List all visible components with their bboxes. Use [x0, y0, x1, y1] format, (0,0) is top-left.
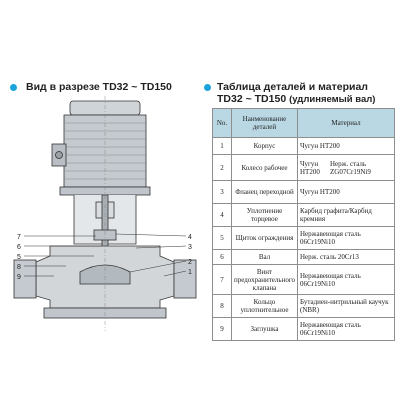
row-material: Нержавеющая сталь 06Cr19Ni10	[297, 264, 395, 295]
table-row: 3 Фланец переходной Чугун HT200	[212, 180, 395, 204]
pump-cross-section-drawing: 7 6 5 8 9 4 3 2 1	[13, 96, 197, 331]
row-name: Винт предохранительного клапана	[230, 264, 299, 295]
row-name: Фланец переходной	[230, 180, 299, 204]
material-option-b: Нерж. сталь ZG07Cr19Ni9	[330, 159, 371, 176]
row-no: 2	[212, 154, 232, 181]
section-title-parts-table: Таблица деталей и материал TD32 ~ TD150 …	[217, 81, 375, 106]
impeller	[79, 264, 131, 285]
row-name: Уплотнение торцевое	[230, 203, 299, 227]
table-row: 7 Винт предохранительного клапана Нержав…	[212, 264, 395, 295]
callout-9: 9	[17, 274, 21, 281]
parts-table: No. Наименование деталей Материал 1 Корп…	[212, 108, 395, 341]
callout-1: 1	[188, 269, 192, 276]
row-material: Чугун HT200	[297, 137, 395, 155]
table-row: 9 Заглушка Нержавеющая сталь 06Cr19Ni10	[212, 317, 395, 341]
row-name: Щиток ограждения	[230, 226, 299, 250]
table-header-row: No. Наименование деталей Материал	[212, 108, 395, 138]
row-no: 7	[212, 264, 232, 295]
header-material: Материал	[297, 108, 395, 138]
section-title-cross-section: Вид в разрезе TD32 ~ TD150	[26, 81, 172, 93]
row-name: Вал	[230, 249, 299, 265]
row-no: 4	[212, 203, 232, 227]
callout-2: 2	[188, 259, 192, 266]
row-no: 8	[212, 294, 232, 318]
cable-gland	[55, 151, 63, 159]
bullet-dot-left	[10, 84, 17, 91]
callout-6: 6	[17, 244, 21, 251]
row-material: Нержавеющая сталь 06Cr19Ni10	[297, 317, 395, 341]
header-name: Наименование деталей	[230, 108, 299, 138]
table-row: 6 Вал Нерж. сталь 20Cr13	[212, 249, 395, 265]
inlet-flange	[13, 259, 37, 299]
table-row: 2 Колесо рабочее Чугун HT200 Нерж. сталь…	[212, 154, 395, 181]
header-no: No.	[212, 108, 232, 138]
row-material: Карбид графита/Карбид кремния	[297, 203, 395, 227]
material-option-a: Чугун HT200	[300, 159, 320, 176]
row-no: 9	[212, 317, 232, 341]
row-name: Корпус	[230, 137, 299, 155]
bullet-dot-right	[204, 84, 211, 91]
parts-table-subtitle: TD32 ~ TD150 (удлиняемый вал)	[217, 93, 375, 106]
table-row: 8 Кольцо уплотнительное Бутадиен-нитриль…	[212, 294, 395, 318]
outlet-flange	[173, 259, 197, 299]
callout-8: 8	[17, 264, 21, 271]
shaft-note: (удлиняемый вал)	[289, 94, 376, 105]
callout-4: 4	[188, 234, 192, 241]
row-material: Нержавеющая сталь 06Cr19Ni10	[297, 226, 395, 250]
table-row: 1 Корпус Чугун HT200	[212, 137, 395, 155]
row-material: Чугун HT200 Нерж. сталь ZG07Cr19Ni9	[297, 154, 395, 181]
row-no: 5	[212, 226, 232, 250]
callout-3: 3	[188, 244, 192, 251]
row-no: 1	[212, 137, 232, 155]
callout-5: 5	[17, 254, 21, 261]
model-range: TD32 ~ TD150	[217, 93, 287, 105]
callout-7: 7	[17, 234, 21, 241]
row-no: 3	[212, 180, 232, 204]
row-name: Колесо рабочее	[230, 154, 299, 181]
parts-table-title: Таблица деталей и материал	[217, 81, 368, 93]
table-row: 4 Уплотнение торцевое Карбид графита/Кар…	[212, 203, 395, 227]
row-material: Нерж. сталь 20Cr13	[297, 249, 395, 265]
table-row: 5 Щиток ограждения Нержавеющая сталь 06C…	[212, 226, 395, 250]
row-name: Заглушка	[230, 317, 299, 341]
row-material: Чугун HT200	[297, 180, 395, 204]
row-no: 6	[212, 249, 232, 265]
row-name: Кольцо уплотнительное	[230, 294, 299, 318]
row-material: Бутадиен-нитрильный каучук (NBR)	[297, 294, 395, 318]
